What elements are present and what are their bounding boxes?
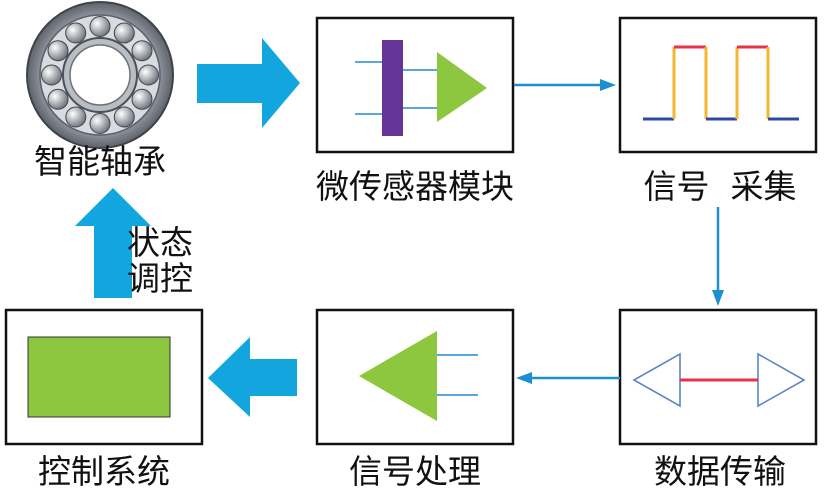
bearing-ball (131, 40, 153, 62)
processing-triangle (359, 331, 437, 421)
processing-symbol (359, 331, 478, 421)
pulse-waveform (643, 45, 799, 121)
processing-box (315, 308, 515, 446)
bearing-label: 智能轴承 (34, 142, 166, 181)
acquisition-label: 信号 采集 (644, 167, 797, 206)
bearing-ball (113, 106, 135, 128)
arrow-acquisition-to-transmission-head (712, 290, 724, 306)
arrow-bearing-to-sensor (197, 38, 300, 128)
bearing-ball (138, 64, 159, 86)
control-panel (27, 336, 171, 418)
arrow-control-to-bearing (75, 188, 151, 298)
amplifier-triangle (437, 52, 487, 122)
bearing-ball (89, 16, 111, 37)
transmission-label: 数据传输 (654, 452, 786, 491)
bearing-ball (47, 40, 69, 62)
sensor-module-label: 微传感器模块 (316, 167, 514, 206)
sensor-element-bar (382, 40, 403, 136)
feedback-label-line1: 状态 (127, 223, 193, 262)
control-label: 控制系统 (38, 452, 170, 491)
arrow-sensor-to-acquisition-head (600, 79, 616, 91)
bearing-ball (113, 22, 135, 44)
arrow-processing-to-control (208, 337, 297, 417)
sensor-module-box (315, 16, 515, 154)
acquisition-box (618, 16, 818, 154)
sensor-symbol (355, 40, 487, 136)
processing-label: 信号处理 (349, 452, 481, 491)
bearing-ball (65, 22, 87, 44)
feedback-label-line2: 调控 (127, 259, 193, 298)
arrow-transmission-to-processing-head (516, 372, 532, 384)
bearing-ball (47, 88, 69, 110)
bearing-ball (89, 113, 111, 134)
bearing-ball (65, 106, 87, 128)
bidirectional-link-symbol (632, 352, 806, 408)
bearing-image (26, 1, 174, 149)
bearing-ball (131, 88, 153, 110)
bearing-ball (41, 64, 62, 86)
